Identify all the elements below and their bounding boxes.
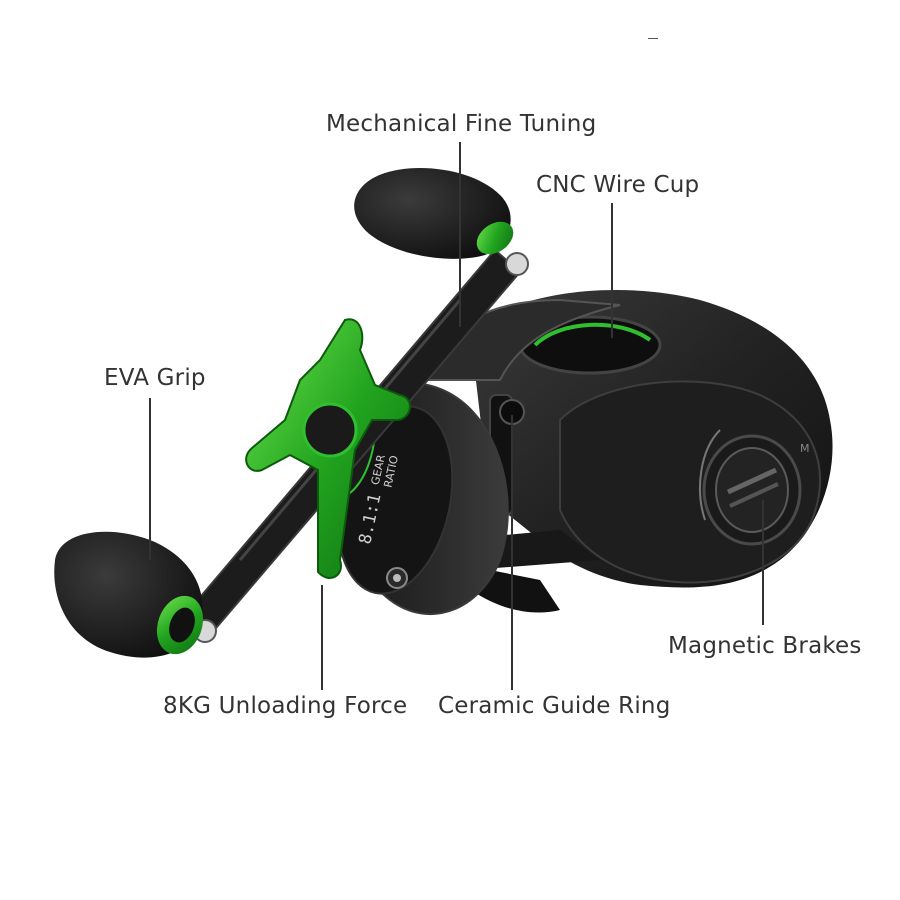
upper-eva-knob [354,168,514,259]
label-unloading-force: 8KG Unloading Force [163,693,408,719]
leader-unloading-force [321,585,323,690]
label-mechanical-fine-tuning: Mechanical Fine Tuning [326,111,597,137]
label-cnc-wire-cup: CNC Wire Cup [536,172,700,198]
top-dash-mark [648,38,658,39]
label-magnetic-brakes: Magnetic Brakes [668,633,862,659]
star-drag [245,318,411,579]
magnetic-brake-dial: M [699,429,810,546]
leader-cnc-wire-cup [611,203,613,338]
leader-mechanical-fine-tuning [459,142,461,327]
label-eva-grip: EVA Grip [104,365,206,391]
brake-mark-text: M [800,442,810,455]
leader-eva-grip [149,398,151,560]
lower-eva-knob [54,531,204,658]
gear-text: GEAR [369,453,388,486]
leader-ceramic-guide-ring [511,415,513,690]
label-ceramic-guide-ring: Ceramic Guide Ring [438,693,671,719]
leader-magnetic-brakes [762,500,764,625]
